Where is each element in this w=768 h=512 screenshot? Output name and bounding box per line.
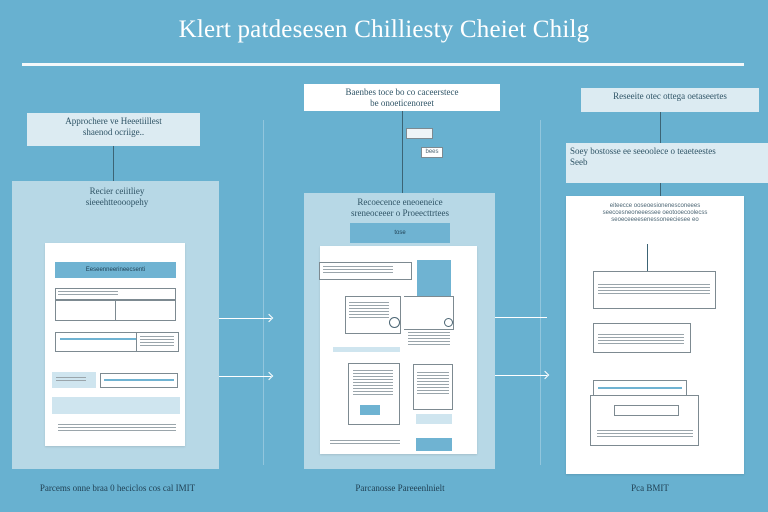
step2-bar <box>333 347 400 352</box>
step2-image-block <box>417 260 451 297</box>
step2-card-block <box>360 405 380 415</box>
step1-caption: Parcems onne braa 0 heciclos cos cal IMI… <box>39 483 196 493</box>
arrow-right <box>495 375 547 376</box>
step2-small-box <box>406 128 433 139</box>
step2-panel-text <box>349 302 389 318</box>
step1-bar <box>60 338 136 340</box>
connector-line <box>495 317 547 318</box>
column-separator <box>263 120 264 465</box>
step3-field-text <box>598 284 710 294</box>
title-rule <box>22 63 744 66</box>
step1-footer-text <box>58 424 176 432</box>
step3-caption: Pca BMIT <box>631 483 669 493</box>
field-divider <box>136 333 137 351</box>
column-separator <box>540 120 541 465</box>
arrow-right <box>219 318 271 319</box>
connector-line <box>647 244 648 271</box>
step2-header-bar: tose <box>350 223 450 243</box>
step1-label-text <box>56 377 86 381</box>
step2-frame <box>404 296 454 330</box>
step2-note: Baenbes toce bo co caceerstece be onoeti… <box>304 84 500 111</box>
step3-input[interactable] <box>614 405 679 416</box>
step1-field-text <box>58 291 118 297</box>
step3-footer-text <box>597 430 693 438</box>
step3-doc-title: eiteecce ooseoesionenesconeees seeccesne… <box>602 203 708 223</box>
circle-icon[interactable] <box>444 318 453 327</box>
settings-icon[interactable] <box>389 317 400 328</box>
step2-block <box>416 438 452 451</box>
step1-bar <box>104 379 174 381</box>
field-divider <box>115 301 116 320</box>
step3-bar <box>598 387 682 389</box>
step2-caption: Parcanosse Pareeenlnielt <box>355 483 445 493</box>
step3-note-top: Reseeite otec ottega oetaseertes <box>581 88 759 112</box>
step2-card-text <box>417 372 449 394</box>
step3-field-text <box>598 334 684 344</box>
step2-field-text <box>323 266 393 274</box>
step2-card-text <box>353 370 393 396</box>
step2-bar <box>416 414 452 424</box>
step1-footer-block <box>52 397 180 414</box>
step2-tag: bees <box>421 147 443 158</box>
step1-doc-header: Eeseenneerineecsenti <box>55 262 176 278</box>
diagram-title: Klert patdesesen Chilliesty Cheiet Chilg <box>178 16 590 43</box>
step1-field-text <box>140 336 174 348</box>
step2-panel-title: Recoecence eneoeneice sreneoceeer o Proe… <box>351 197 449 218</box>
step2-footer-text <box>330 440 400 446</box>
step3-note-mid: Soey bostosse ee seeoolece o teaeteestes… <box>566 143 768 183</box>
step2-text-lines <box>408 332 450 346</box>
step1-note: Approchere ve Heeetiillest shaenod ocrii… <box>27 113 200 146</box>
arrow-right <box>219 376 271 377</box>
connector-line <box>402 111 403 193</box>
step1-panel-title: Recier ceiitliey sieeehtteooopehy <box>85 186 149 207</box>
step3-form <box>590 395 699 446</box>
